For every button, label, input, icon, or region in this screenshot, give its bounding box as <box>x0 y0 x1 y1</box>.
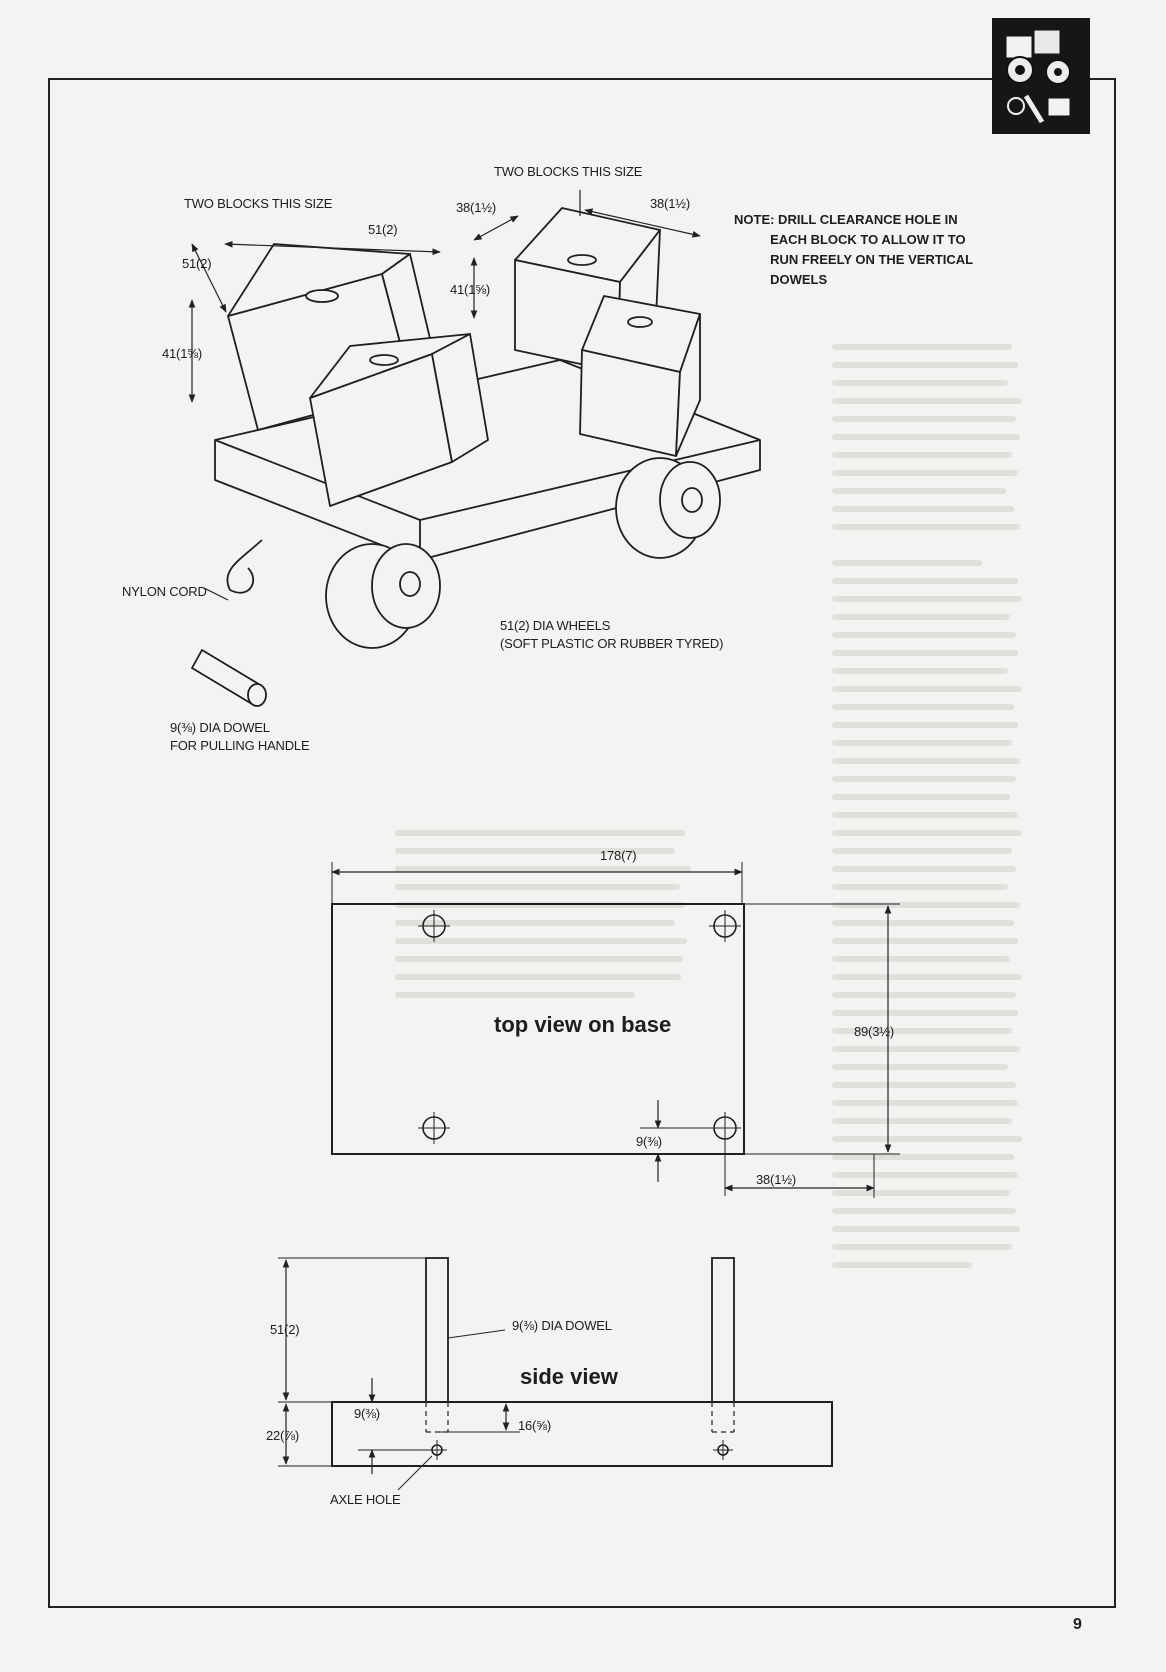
wheels-label: 51(2) DIA WHEELS <box>500 618 611 633</box>
dim-51-top: 51(2) <box>368 222 398 237</box>
dowel-height-label: 51(2) <box>270 1322 300 1337</box>
side-dowel-label: 9(⅜) DIA DOWEL <box>512 1318 612 1333</box>
right-wheel <box>615 457 721 559</box>
side-view <box>278 1257 833 1491</box>
dim-38-b: 38(1½) <box>650 196 690 211</box>
top-height-label: 89(3½) <box>854 1024 894 1039</box>
corner-logo <box>992 18 1090 134</box>
hole-spacing-label: 38(1½) <box>756 1172 796 1187</box>
depth-label: 16(⅝) <box>518 1418 551 1433</box>
top-view <box>331 862 900 1198</box>
side-view-title: side view <box>520 1364 618 1389</box>
dim-41-right: 41(1⅝) <box>450 282 490 297</box>
axle-offset-label: 9(⅜) <box>354 1406 380 1421</box>
right-dowel <box>711 1257 735 1403</box>
axle-hole-label: AXLE HOLE <box>330 1492 401 1507</box>
side-base <box>331 1401 833 1467</box>
wheels-sub-label: (SOFT PLASTIC OR RUBBER TYRED) <box>500 636 724 651</box>
top-width-label: 178(7) <box>600 848 637 863</box>
dowel-sub-label: FOR PULLING HANDLE <box>170 738 310 753</box>
base-outline <box>331 903 745 1155</box>
left-dowel <box>425 1257 449 1403</box>
isometric-toy <box>191 207 761 707</box>
left-wheel <box>325 543 441 649</box>
dim-41-left: 41(1⅝) <box>162 346 202 361</box>
page-number: 9 <box>1073 1616 1082 1633</box>
top-view-title: top view on base <box>494 1012 672 1037</box>
dim-38-a: 38(1½) <box>456 200 496 215</box>
drill-note: NOTE: DRILL CLEARANCE HOLE IN EACH BLOCK… <box>734 212 974 287</box>
block-label-right: TWO BLOCKS THIS SIZE <box>494 164 643 179</box>
base-height-label: 22(⅞) <box>266 1428 299 1443</box>
dowel-label: 9(⅜) DIA DOWEL <box>170 720 270 735</box>
block-label-left: TWO BLOCKS THIS SIZE <box>184 196 333 211</box>
nylon-cord-label: NYLON CORD <box>122 584 207 599</box>
hole-offset-label: 9(⅜) <box>636 1134 662 1149</box>
dim-51-left: 51(2) <box>182 256 212 271</box>
page-frame <box>48 78 1116 1608</box>
pulling-handle-dowel <box>191 649 267 707</box>
